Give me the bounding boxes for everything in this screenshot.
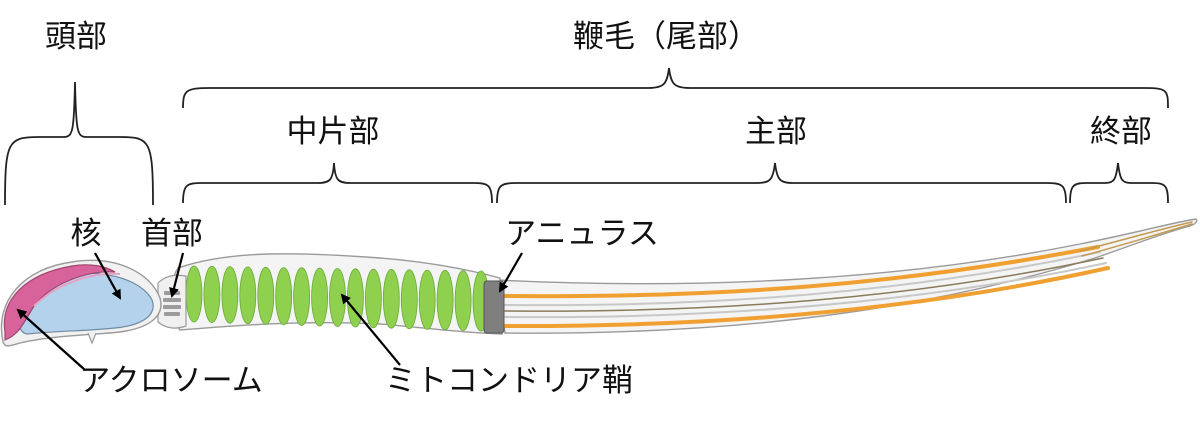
label-principal-piece: 主部 — [745, 114, 807, 150]
mitochondrion-segment — [311, 267, 329, 327]
outer-dense-fibers — [503, 245, 1110, 329]
flagellum-brace — [182, 67, 1169, 109]
label-neck: 首部 — [141, 216, 203, 252]
label-flagellum: 鞭毛（尾部） — [573, 19, 759, 55]
mitochondrion-segment — [239, 266, 257, 325]
label-nucleus: 核 — [71, 216, 102, 252]
acrosome-inner-edge — [33, 272, 121, 307]
arrow-icon — [498, 252, 523, 293]
midpiece-brace — [182, 162, 493, 204]
annulus — [483, 280, 505, 334]
principal-piece-brace — [496, 162, 1067, 204]
mitochondrion-segment — [203, 265, 221, 323]
axoneme-end — [1079, 221, 1193, 257]
mitochondrion-segment — [418, 269, 436, 330]
mitochondrion-segment — [257, 266, 275, 325]
mitochondrion-segment — [275, 267, 293, 326]
head-basal-tip — [87, 332, 97, 345]
label-midpiece: 中片部 — [287, 114, 380, 150]
mitochondrion-segment — [185, 265, 203, 323]
mitochondrial-helix — [185, 265, 490, 332]
mitochondrion-segment — [454, 270, 472, 331]
arrow-icon — [340, 293, 401, 366]
label-end-piece: 終部 — [1090, 114, 1152, 150]
mitochondrion-segment — [293, 267, 311, 326]
end-piece-brace — [1069, 162, 1169, 204]
mitochondrion-segment — [221, 266, 239, 324]
arrow-icon — [94, 252, 121, 300]
mitochondrion-segment — [382, 268, 400, 329]
arrow-icon — [16, 308, 86, 371]
label-mitochondrial-sheath: ミトコンドリア鞘 — [385, 363, 633, 399]
tail-membrane — [496, 218, 1198, 334]
label-annulus: アニュラス — [505, 216, 659, 252]
label-acrosome: アクロソーム — [79, 363, 263, 399]
head-brace — [4, 81, 154, 206]
mitochondrion-segment — [400, 269, 418, 330]
label-head: 頭部 — [45, 19, 107, 55]
mitochondrion-segment — [364, 268, 382, 329]
arrow-icon — [169, 252, 185, 298]
mitochondrion-segment — [436, 269, 454, 331]
